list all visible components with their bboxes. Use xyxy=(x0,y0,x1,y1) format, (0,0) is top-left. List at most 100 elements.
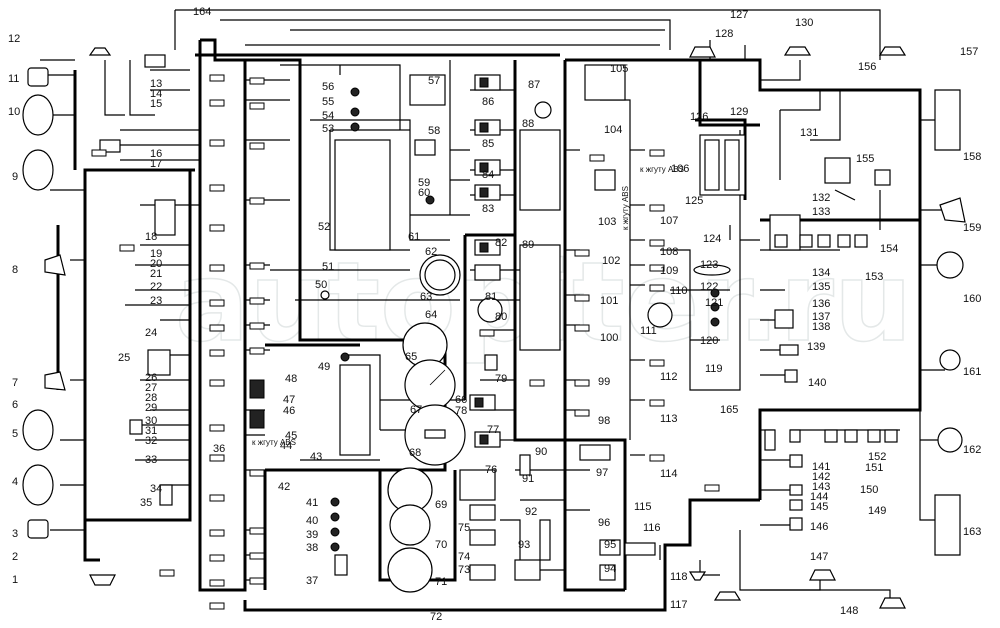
connector-pins xyxy=(91,74,720,610)
label-114: 114 xyxy=(660,468,678,480)
connector-pin xyxy=(249,297,265,305)
gauge-71 xyxy=(387,547,433,593)
connector-pin xyxy=(649,454,665,462)
label-53: 53 xyxy=(322,123,334,135)
label-64: 64 xyxy=(425,309,437,321)
connector-pin xyxy=(529,379,545,387)
connector-pin xyxy=(249,527,265,535)
label-30: 30 xyxy=(145,415,157,427)
label-59: 59 xyxy=(418,177,430,189)
label-161: 161 xyxy=(963,366,981,378)
label-115: 115 xyxy=(634,501,652,513)
label-135: 135 xyxy=(812,281,830,293)
label-144: 144 xyxy=(810,491,828,503)
label-31: 31 xyxy=(145,425,157,437)
label-20: 20 xyxy=(150,258,162,270)
connector-pin xyxy=(209,324,225,332)
sensor-145 xyxy=(789,499,803,511)
label-16: 16 xyxy=(150,148,162,160)
label-32: 32 xyxy=(145,435,157,447)
device-123 xyxy=(693,264,731,276)
label-130: 130 xyxy=(795,17,813,29)
label-136: 136 xyxy=(812,298,830,310)
relay-105 xyxy=(584,64,626,101)
sensor-32 xyxy=(129,419,143,435)
label-42: 42 xyxy=(278,481,290,493)
label-13: 13 xyxy=(150,78,162,90)
connector-pin xyxy=(479,329,495,337)
label-41: 41 xyxy=(306,497,318,509)
label-80: 80 xyxy=(495,311,507,323)
connector-pin xyxy=(209,264,225,272)
label-34: 34 xyxy=(150,483,162,495)
label-158: 158 xyxy=(963,151,981,163)
device-103 xyxy=(594,169,616,191)
connector-pin xyxy=(119,244,135,252)
label-26: 26 xyxy=(145,372,157,384)
label-128: 128 xyxy=(715,28,733,40)
label-91: 91 xyxy=(522,473,534,485)
connector-pin xyxy=(209,184,225,192)
connector-pin xyxy=(209,529,225,537)
sensor-142 xyxy=(789,429,801,443)
label-84: 84 xyxy=(482,169,494,181)
label-2: 2 xyxy=(12,551,18,563)
horn-8 xyxy=(44,254,66,276)
label-107: 107 xyxy=(660,215,678,227)
label-61: 61 xyxy=(408,231,420,243)
label-15: 15 xyxy=(150,98,162,110)
device-137 xyxy=(774,309,794,329)
label-157: 157 xyxy=(960,46,978,58)
lamp-163 xyxy=(934,494,961,556)
connector-pin xyxy=(209,139,225,147)
sensor-144 xyxy=(789,484,803,496)
main-harness xyxy=(56,38,922,612)
connector-pin xyxy=(574,294,590,302)
label-102: 102 xyxy=(602,255,620,267)
connector-pin xyxy=(249,262,265,270)
lamp-147 xyxy=(809,569,836,581)
label-97: 97 xyxy=(596,467,608,479)
label-46: 46 xyxy=(283,405,295,417)
lamp-118 xyxy=(688,571,707,581)
label-96: 96 xyxy=(598,517,610,529)
label-105: 105 xyxy=(610,63,628,75)
lamp-54 xyxy=(350,107,360,117)
label-5: 5 xyxy=(12,428,18,440)
label-56: 56 xyxy=(322,81,334,93)
label-33: 33 xyxy=(145,454,157,466)
label-151: 151 xyxy=(865,462,883,474)
label-98: 98 xyxy=(598,415,610,427)
label-164: 164 xyxy=(193,6,211,18)
sensor-151 xyxy=(824,429,838,443)
label-142: 142 xyxy=(812,471,830,483)
label-119: 119 xyxy=(705,363,723,375)
label-103: 103 xyxy=(598,216,616,228)
relay-block-46 xyxy=(339,364,371,456)
lamp-53 xyxy=(350,122,360,132)
label-134: 134 xyxy=(812,267,830,279)
device-139 xyxy=(779,344,799,356)
number-labels: 1234567891011121314151617181920212223242… xyxy=(8,6,981,623)
label-14: 14 xyxy=(150,88,162,100)
device-132 xyxy=(824,157,851,184)
label-137: 137 xyxy=(812,311,830,323)
label-140: 140 xyxy=(808,377,826,389)
label-68: 68 xyxy=(409,447,421,459)
label-145: 145 xyxy=(810,501,828,513)
gauges xyxy=(387,254,503,593)
connector-pin xyxy=(91,149,107,157)
device-95 xyxy=(599,539,621,556)
label-127: 127 xyxy=(730,9,748,21)
connector-pin xyxy=(574,379,590,387)
lamp-39 xyxy=(330,527,340,537)
lamp-160 xyxy=(936,251,964,279)
sensor-140 xyxy=(784,369,798,383)
label-47: 47 xyxy=(283,394,295,406)
label-132: 132 xyxy=(812,192,830,204)
label-38: 38 xyxy=(306,542,318,554)
label-54: 54 xyxy=(322,110,334,122)
label-99: 99 xyxy=(598,376,610,388)
label-77: 77 xyxy=(487,424,499,436)
device-94 xyxy=(599,564,616,581)
